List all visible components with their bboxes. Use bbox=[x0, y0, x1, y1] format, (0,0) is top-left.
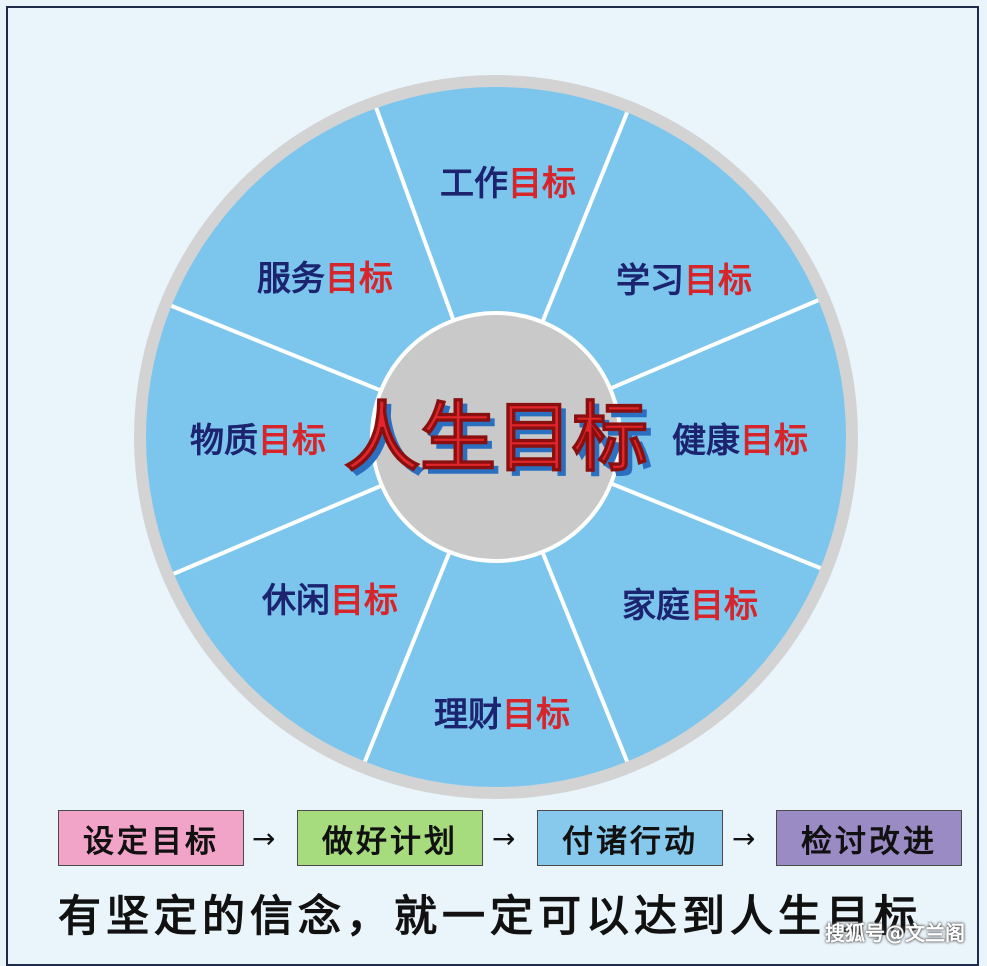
step-set-goal: 设定目标 bbox=[58, 810, 244, 866]
segment-divider bbox=[609, 298, 819, 391]
arrow-right-icon: → bbox=[732, 822, 756, 855]
step-make-plan: 做好计划 bbox=[297, 810, 483, 866]
segment-label: 学习目标 bbox=[616, 261, 752, 301]
segment-divider bbox=[540, 111, 629, 323]
segment-divider bbox=[610, 481, 822, 570]
segment-divider bbox=[173, 483, 383, 576]
watermark: 搜狐号@文兰阁 bbox=[825, 921, 965, 945]
step-take-action: 付诸行动 bbox=[537, 810, 723, 866]
center-hub bbox=[370, 311, 622, 563]
arrow-right-icon: → bbox=[492, 822, 516, 855]
segment-divider bbox=[374, 107, 456, 322]
segment-divider bbox=[540, 551, 629, 763]
segment-label: 休闲目标 bbox=[261, 581, 398, 621]
segment-label: 理财目标 bbox=[434, 695, 570, 735]
segment-divider bbox=[170, 304, 382, 393]
center-title: 人生目标 bbox=[344, 393, 648, 482]
segment-label: 健康目标 bbox=[672, 421, 808, 461]
segment-label: 家庭目标 bbox=[622, 586, 758, 626]
center-title-group: 人生目标 人生目标 bbox=[344, 393, 654, 488]
segment-label: 工作目标 bbox=[440, 164, 576, 204]
process-steps: 设定目标 → 做好计划 → 付诸行动 → 检讨改进 bbox=[0, 810, 987, 870]
segment-label: 服务目标 bbox=[257, 259, 393, 299]
segment-divider bbox=[363, 551, 452, 763]
motto-text: 有坚定的信念，就一定可以达到人生目标 bbox=[58, 892, 922, 942]
center-title-shadow: 人生目标 bbox=[349, 398, 653, 487]
segment-dividers bbox=[170, 107, 822, 763]
step-review-improve: 检讨改进 bbox=[776, 810, 962, 866]
segment-label: 物质目标 bbox=[190, 421, 326, 461]
arrow-right-icon: → bbox=[252, 822, 276, 855]
